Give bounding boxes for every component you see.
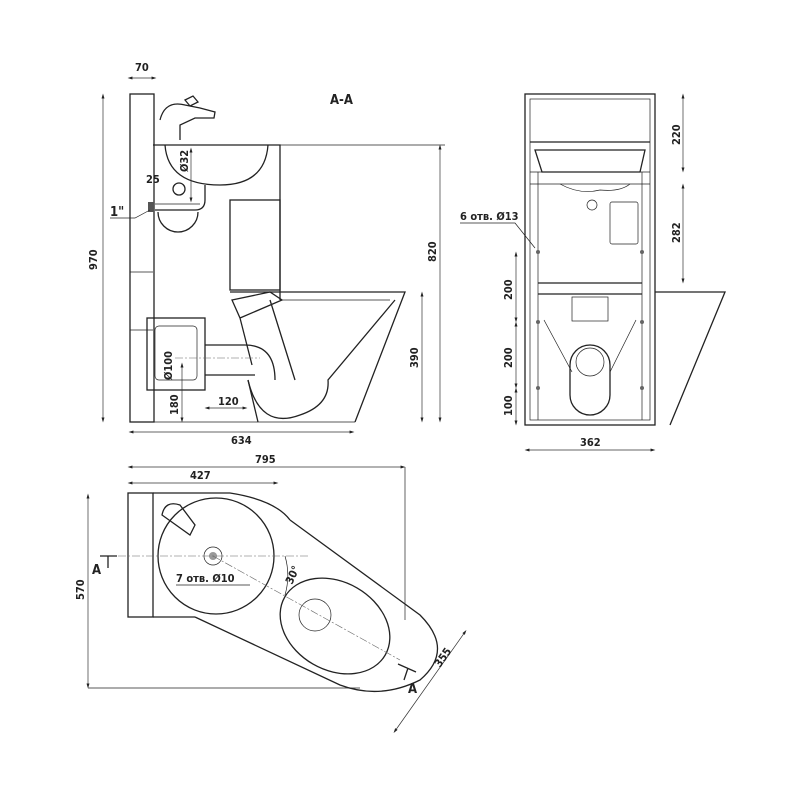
dim-holes-spacing-1: 200	[502, 279, 515, 300]
dim-outlet-height: 180	[168, 394, 181, 415]
section-mark-left: A	[92, 563, 101, 578]
dim-depth: 570	[74, 579, 87, 600]
side-view: 70 A-A 970 820 390 634 Ø32 25 1" Ø100 18…	[87, 61, 445, 447]
top-sink-outline	[153, 492, 291, 618]
top-wall-panel	[127, 492, 154, 618]
front-frame	[524, 93, 656, 426]
dim-top: 220	[670, 124, 683, 145]
dim-outlet-dia: Ø100	[162, 351, 175, 380]
supply-label: 1"	[110, 205, 124, 220]
wall-panel	[129, 93, 155, 423]
dim-drain-dia: Ø32	[178, 150, 191, 172]
dim-overall-length: 795	[255, 453, 276, 466]
dim-bowl-height: 390	[408, 347, 421, 368]
faucet	[159, 95, 216, 140]
trap	[157, 211, 199, 233]
section-title: A-A	[330, 93, 353, 108]
holes-note: 6 отв. Ø13	[460, 210, 519, 223]
sink-bowl	[164, 144, 269, 186]
dim-depth: 634	[231, 434, 252, 447]
dim-total-height: 970	[87, 249, 100, 270]
section-mark-right: A	[408, 682, 417, 697]
access-panel	[146, 317, 206, 391]
front-view: 220 282 200 200 100 362 6 отв. Ø13	[460, 93, 726, 452]
cistern	[229, 199, 281, 291]
front-bowl-wing	[655, 291, 726, 426]
drain-pipe	[155, 185, 206, 211]
flush-pipe	[231, 291, 296, 381]
bowl-trap	[247, 299, 396, 420]
dim-sink-height: 820	[426, 241, 439, 262]
dim-sink-zone: 282	[670, 222, 683, 243]
dim-sink-length: 427	[190, 469, 211, 482]
front-sink	[534, 149, 646, 173]
outlet-pipe	[205, 344, 276, 381]
top-faucet	[161, 503, 196, 536]
dim-outlet-length: 120	[218, 395, 239, 408]
dim-bottom: 100	[502, 395, 515, 416]
holes-note: 7 отв. Ø10	[176, 572, 235, 585]
dim-wall-width: 70	[135, 61, 149, 74]
dim-bowl-width: 355	[432, 645, 455, 669]
front-bowl	[569, 344, 611, 416]
dim-holes-spacing-2: 200	[502, 347, 515, 368]
bowl-outline	[230, 291, 406, 423]
top-view: 795 427 570 355 30° 7 отв. Ø10 A A	[74, 453, 467, 734]
supply-fitting	[148, 202, 154, 212]
dim-width: 362	[580, 436, 601, 449]
top-toilet-seat	[279, 577, 391, 675]
dim-drain-offset: 25	[146, 173, 160, 186]
